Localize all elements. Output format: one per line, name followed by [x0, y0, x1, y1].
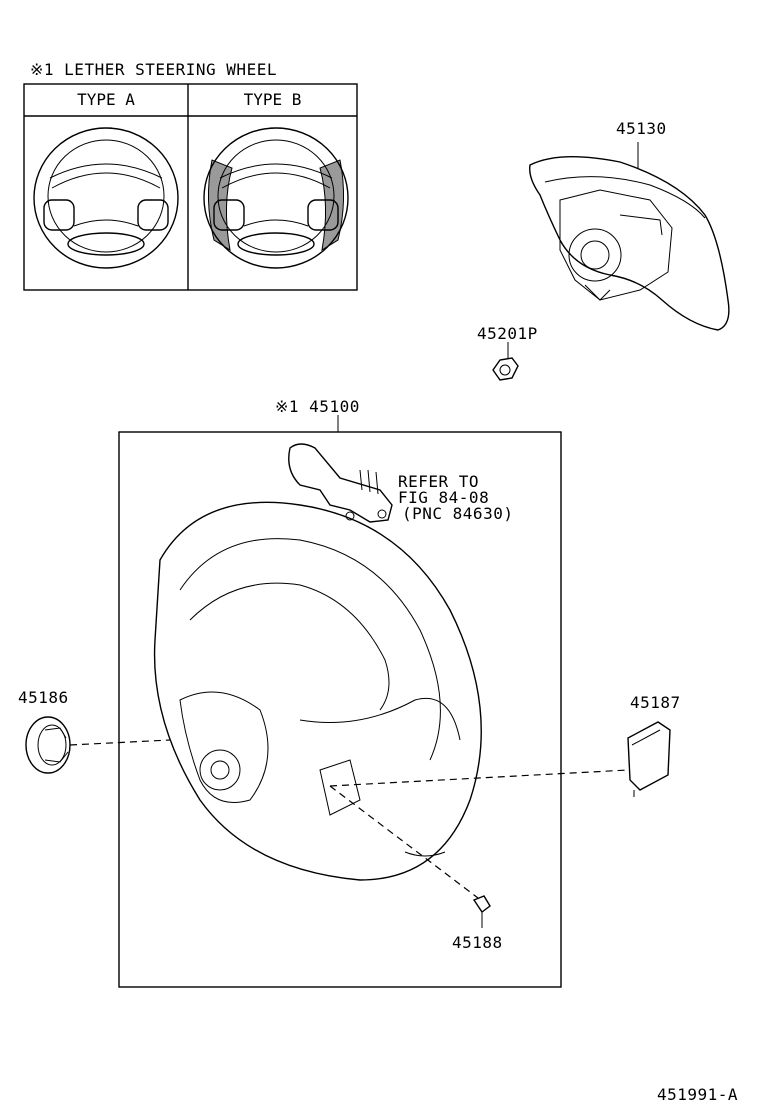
diagram-title: ※1 LETHER STEERING WHEEL — [30, 60, 277, 79]
part-number-wheel: ※1 45100 — [275, 397, 360, 416]
part-number-screw: 45188 — [452, 933, 503, 952]
type-a-wheel-illustration — [33, 127, 179, 269]
switch-connector-illustration — [288, 443, 393, 523]
part-number-nut: 45201P — [477, 324, 538, 343]
cover-right-illustration — [627, 721, 671, 797]
refer-line-2: FIG 84-08 — [398, 488, 490, 507]
steering-wheel-illustration — [153, 501, 482, 881]
airbag-pad-illustration — [529, 142, 730, 331]
diagram-id: 451991-A — [657, 1085, 739, 1104]
part-number-airbag: 45130 — [616, 119, 667, 138]
refer-line-1: REFER TO — [398, 472, 480, 491]
steering-wheel-box — [118, 415, 562, 988]
screw-illustration — [472, 895, 491, 928]
refer-line-3: (PNC 84630) — [402, 504, 514, 523]
type-b-label: TYPE B — [243, 90, 302, 109]
cover-left-illustration — [25, 716, 71, 774]
type-a-label: TYPE A — [77, 90, 135, 109]
type-table — [23, 83, 358, 291]
leader-lines — [69, 739, 629, 899]
part-number-cover-right: 45187 — [630, 693, 681, 712]
nut-illustration — [492, 342, 519, 381]
part-number-cover-left: 45186 — [18, 688, 69, 707]
type-b-wheel-illustration — [203, 127, 349, 269]
